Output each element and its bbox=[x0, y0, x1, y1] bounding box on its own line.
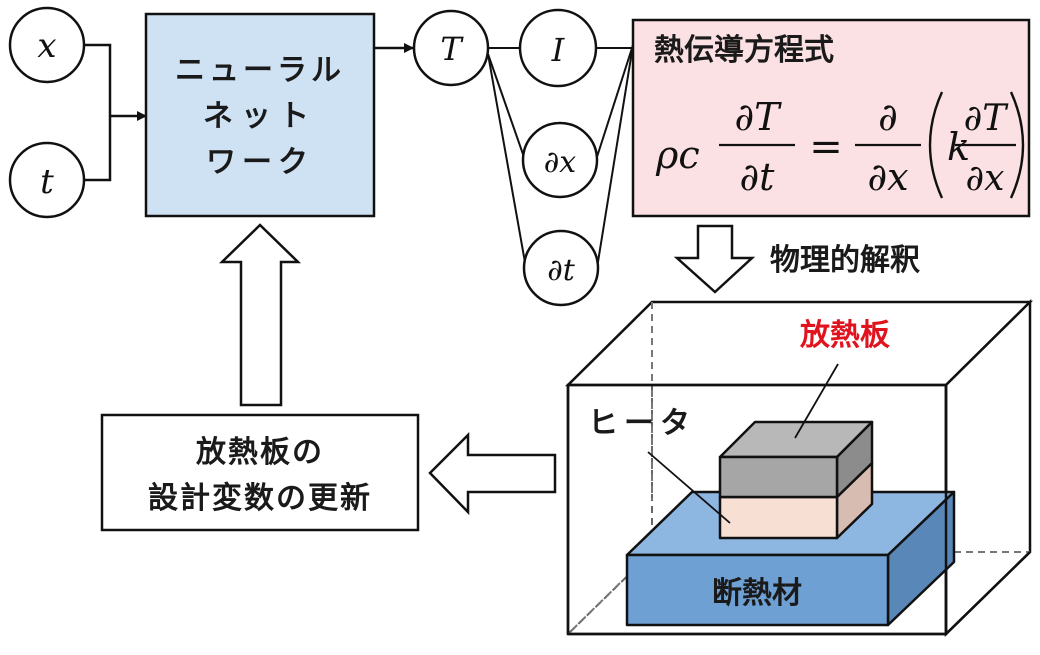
heatsink-label: 放熱板 bbox=[799, 318, 890, 353]
neural-network-box: ニューラル ネット ワーク bbox=[144, 12, 376, 218]
left-arrow-icon bbox=[428, 431, 557, 516]
heatsink-block bbox=[718, 420, 874, 499]
node-identity-label: I bbox=[551, 31, 566, 69]
node-dt: ∂t bbox=[522, 229, 600, 307]
insulator-label: 断熱材 bbox=[712, 576, 802, 611]
eq-inner-coeff: k bbox=[947, 125, 970, 169]
node-identity: I bbox=[518, 8, 598, 88]
heater-block bbox=[718, 461, 874, 540]
nn-label-line1: ニューラル bbox=[175, 53, 345, 88]
input-x-label: x bbox=[37, 26, 56, 66]
input-node-t: t bbox=[8, 141, 86, 219]
node-dx-label: ∂x bbox=[544, 145, 577, 180]
eq-rhs-numerator: ∂ bbox=[878, 95, 898, 139]
outer-box-bottom-right-edge bbox=[945, 551, 1031, 635]
eq-left-paren bbox=[928, 91, 944, 199]
heat-equation-box: 熱伝導方程式 ρc ∂T ∂t = ∂ ∂x k ∂T ∂x bbox=[631, 18, 1031, 218]
output-node-T: T bbox=[412, 9, 490, 87]
derivative-connectors bbox=[487, 44, 634, 269]
design-update-box: 放熱板の 設計変数の更新 bbox=[100, 413, 420, 532]
eq-rhs-denominator: ∂x bbox=[867, 155, 908, 199]
nn-label-line3: ワーク bbox=[206, 145, 314, 180]
eq-inner-numerator: ∂T bbox=[964, 98, 1010, 139]
up-arrow-icon bbox=[218, 223, 302, 407]
heater-label: ヒータ bbox=[588, 406, 696, 441]
physical-interpretation-label: 物理的解釈 bbox=[770, 243, 920, 278]
node-dx: ∂x bbox=[521, 121, 599, 199]
input-connector bbox=[84, 43, 112, 182]
heat-equation-title: 熱伝導方程式 bbox=[654, 33, 834, 68]
outer-box-hidden-edges-visible bbox=[567, 302, 1030, 635]
input-node-x: x bbox=[8, 6, 86, 84]
eq-lhs-coeff: ρc bbox=[655, 133, 700, 177]
eq-right-paren bbox=[1009, 91, 1025, 199]
insulator-block bbox=[625, 490, 956, 627]
node-dt-label: ∂t bbox=[547, 253, 576, 288]
eq-inner-denominator: ∂x bbox=[966, 158, 1005, 199]
eq-lhs-denominator: ∂t bbox=[740, 155, 776, 199]
heater-leader-line bbox=[647, 451, 731, 524]
down-arrow-icon bbox=[673, 224, 756, 294]
heat-equation-formula: ρc ∂T ∂t = ∂ ∂x k ∂T ∂x bbox=[655, 91, 1025, 199]
update-box-line2: 設計変数の更新 bbox=[148, 481, 372, 516]
eq-lhs-numerator: ∂T bbox=[735, 95, 783, 139]
eq-equals: = bbox=[809, 124, 843, 170]
nn-label-line2: ネット bbox=[203, 99, 317, 134]
heat-sink-3d-model: 断熱材 放熱板 ヒータ bbox=[564, 299, 1034, 637]
output-T-label: T bbox=[440, 30, 464, 68]
input-t-label: t bbox=[40, 162, 54, 202]
heatsink-leader-line bbox=[794, 363, 839, 439]
update-box-line1: 放熱板の bbox=[195, 435, 324, 470]
